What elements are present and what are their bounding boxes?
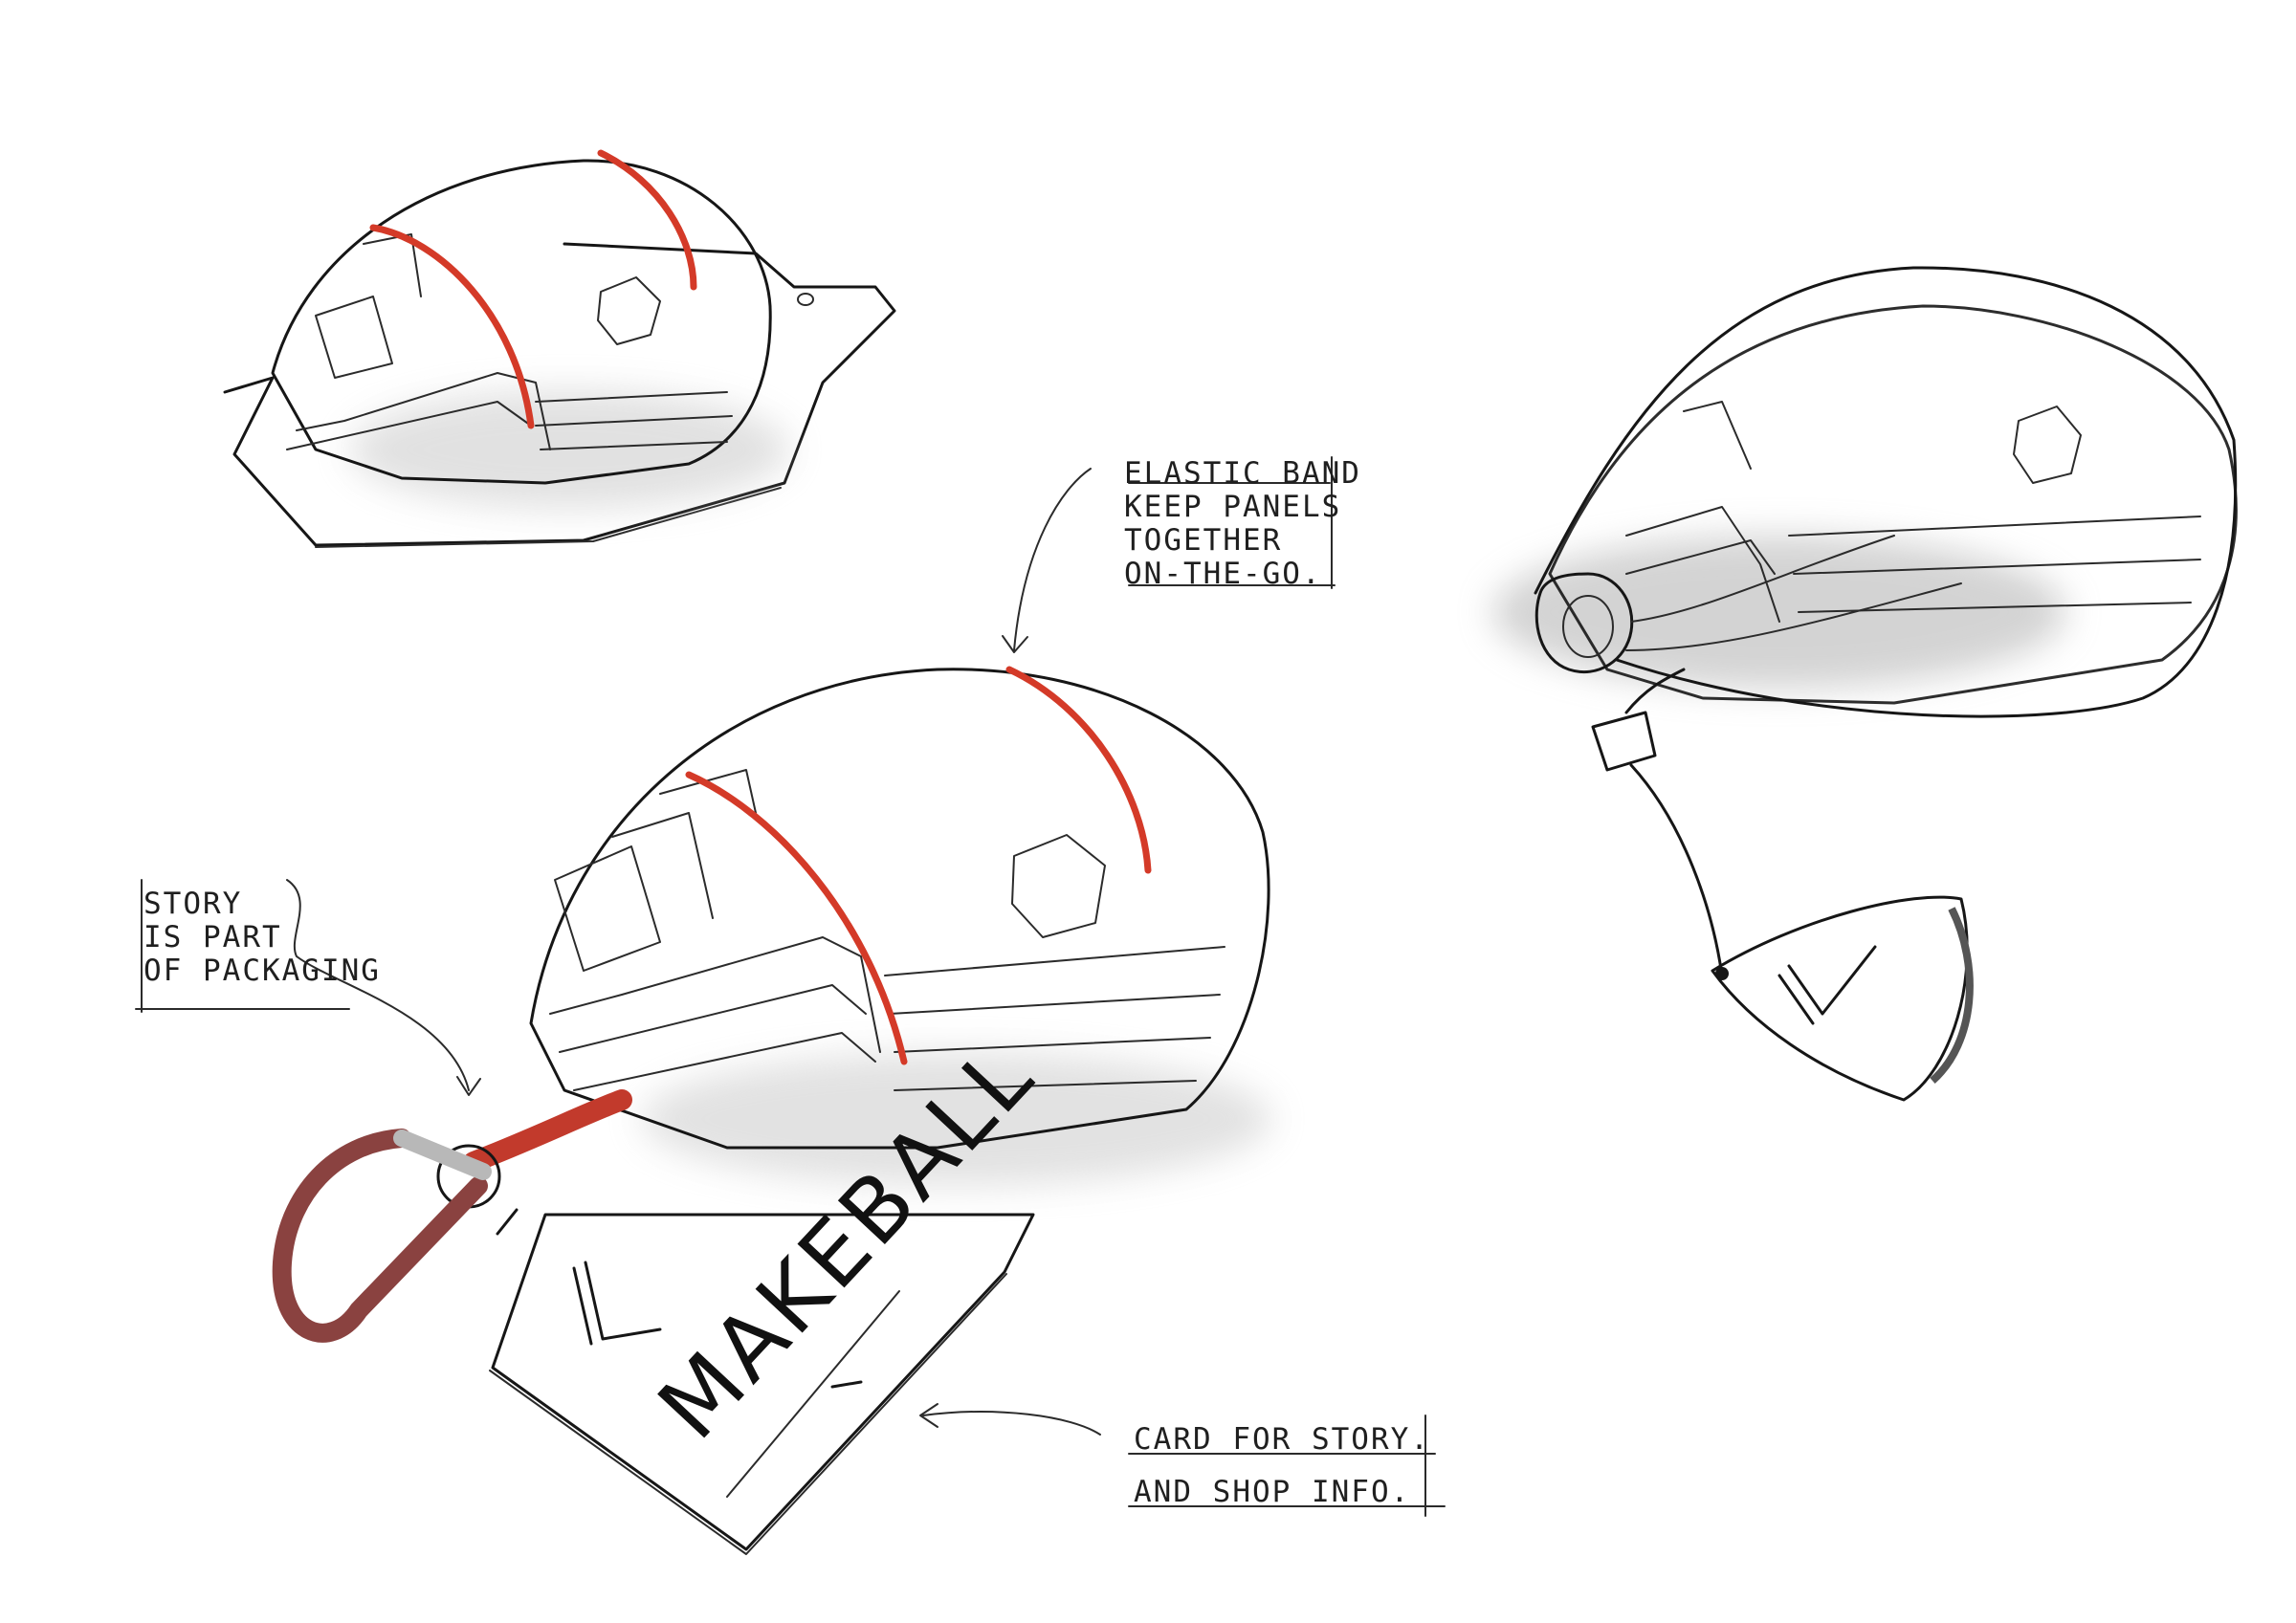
elastic-band-note-line-2: KEEP PANELS: [1124, 490, 1341, 524]
card-note-line-2: AND SHOP INFO.: [1134, 1475, 1410, 1509]
story-note-line-1: STORY: [144, 887, 242, 921]
elastic-band-note-line-1: ELASTIC BAND: [1124, 456, 1361, 491]
card-note-line-1: CARD FOR STORY.: [1134, 1422, 1430, 1457]
card-callout: CARD FOR STORY. AND SHOP INFO.: [919, 1403, 1446, 1517]
story-note-line-3: OF PACKAGING: [144, 954, 381, 988]
ball-in-bag-sketch: [1492, 266, 2238, 1102]
ball-with-tag-sketch: MAKEBALL: [272, 666, 1272, 1555]
elastic-band-callout: ELASTIC BAND KEEP PANELS TOGETHER ON-THE…: [1002, 456, 1361, 653]
elastic-band-note-line-3: TOGETHER: [1124, 523, 1282, 558]
story-callout: STORY IS PART OF PACKAGING: [135, 879, 481, 1096]
elastic-band-note-line-4: ON-THE-GO.: [1124, 557, 1322, 591]
ball-on-base-sketch: [223, 149, 896, 548]
story-note-line-2: IS PART: [144, 920, 282, 954]
